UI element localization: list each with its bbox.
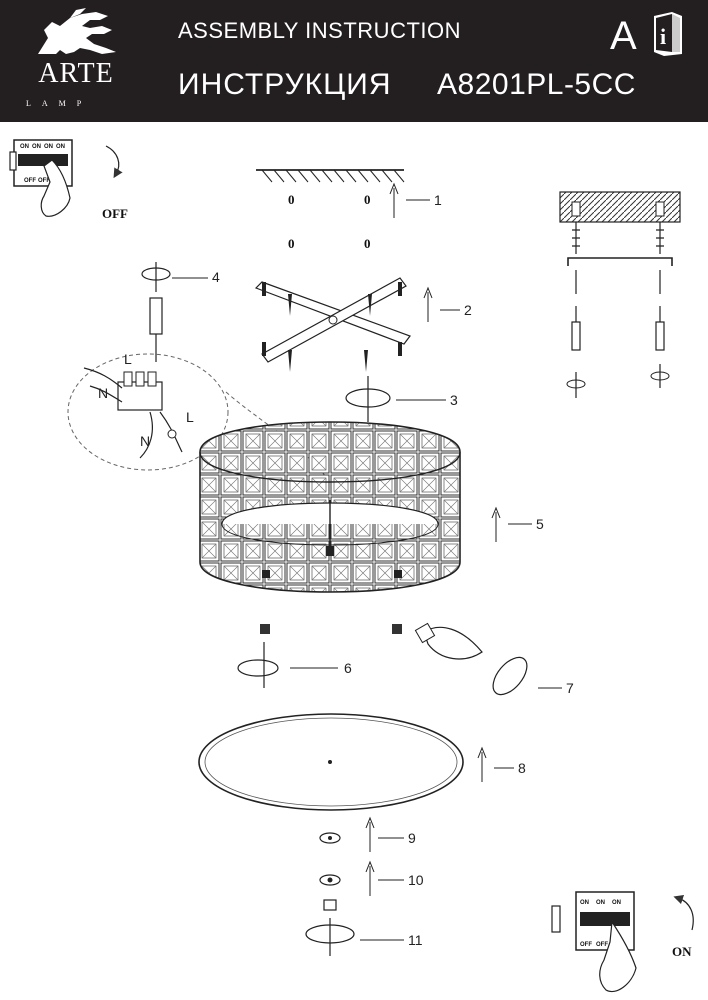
- step-number: 11: [408, 932, 423, 948]
- assembly-diagram: ON ON ON ON OFF OFF OFF 0 0 0 0: [9, 139, 694, 993]
- step-number: 9: [408, 830, 416, 846]
- switch-label: ON: [596, 900, 605, 906]
- mounting-cross-plate: [254, 277, 411, 372]
- switch-on-diagram: ON ON ON OFF OFF ON: [551, 891, 694, 993]
- step-number: 2: [464, 302, 472, 318]
- switch-label: OFF: [38, 178, 50, 184]
- switch-label: OFF: [24, 178, 36, 184]
- switch-label: ON: [20, 144, 29, 150]
- switch-label: ON: [32, 144, 41, 150]
- switch-off-diagram: ON ON ON ON OFF OFF OFF: [9, 139, 128, 221]
- brand-subtitle: LAMP: [26, 99, 93, 108]
- switch-label: OFF: [580, 942, 592, 948]
- switch-state: ON: [672, 944, 692, 959]
- glass-diffuser: [198, 713, 464, 811]
- up-arrow-icon: [365, 816, 375, 852]
- mount-digit: 0: [364, 236, 371, 251]
- fixing-parts: [305, 832, 355, 956]
- step-number: 4: [212, 269, 220, 285]
- rotate-arrow-icon: [673, 894, 694, 931]
- up-arrow-icon: [477, 746, 487, 782]
- wire-label: N: [98, 385, 108, 401]
- crystal-drum-body: [199, 421, 461, 593]
- ceiling-anchor-detail: [559, 191, 681, 398]
- up-arrow-icon: [423, 286, 433, 322]
- step-number: 8: [518, 760, 526, 776]
- info-glyph: i: [660, 24, 666, 49]
- rotate-arrow-icon: [237, 659, 279, 677]
- switch-label: ON: [612, 900, 621, 906]
- step-number: 3: [450, 392, 458, 408]
- screwdriver-icon: [571, 321, 581, 351]
- switch-label: ON: [56, 144, 65, 150]
- up-arrow-icon: [365, 860, 375, 896]
- candle-bulb-icon: [423, 626, 483, 660]
- ceiling-mount: 0 0 0 0: [256, 169, 405, 251]
- wire-label: L: [186, 409, 194, 425]
- rotate-arrow-icon: [492, 656, 528, 696]
- step-number: 10: [408, 872, 424, 888]
- brand-name: ARTE: [38, 58, 114, 89]
- mount-digit: 0: [364, 192, 371, 207]
- wire-label: L: [124, 351, 132, 367]
- up-arrow-icon: [389, 182, 399, 218]
- step-callouts: 1 2 3 4 5 6 7 8 9 10 11: [172, 182, 574, 948]
- switch-label: OFF: [596, 942, 608, 948]
- switch-label: ON: [44, 144, 53, 150]
- screwdriver-icon: [655, 321, 665, 351]
- language-letter: A: [610, 14, 637, 58]
- hand-icon: [599, 920, 637, 993]
- title-russian: ИНСТРУКЦИЯ: [178, 68, 392, 101]
- mount-digit: 0: [288, 192, 295, 207]
- griffin-logo-icon: [38, 8, 116, 54]
- switch-state: OFF: [102, 206, 128, 221]
- model-number: A8201PL-5CC: [437, 68, 636, 101]
- hand-icon: [40, 159, 71, 217]
- wire-label: N: [140, 433, 150, 449]
- rotate-arrow-icon: [105, 145, 123, 179]
- header: ARTE LAMP ASSEMBLY INSTRUCTION ИНСТРУКЦИ…: [0, 0, 708, 122]
- step-number: 5: [536, 516, 544, 532]
- mount-digit: 0: [288, 236, 295, 251]
- step-number: 1: [434, 192, 442, 208]
- info-book-icon: i: [654, 12, 682, 56]
- step-number: 6: [344, 660, 352, 676]
- title-english: ASSEMBLY INSTRUCTION: [178, 18, 462, 43]
- bulb-and-nut-detail: [237, 622, 528, 696]
- up-arrow-icon: [491, 506, 501, 542]
- step-number: 7: [566, 680, 574, 696]
- switch-label: ON: [580, 900, 589, 906]
